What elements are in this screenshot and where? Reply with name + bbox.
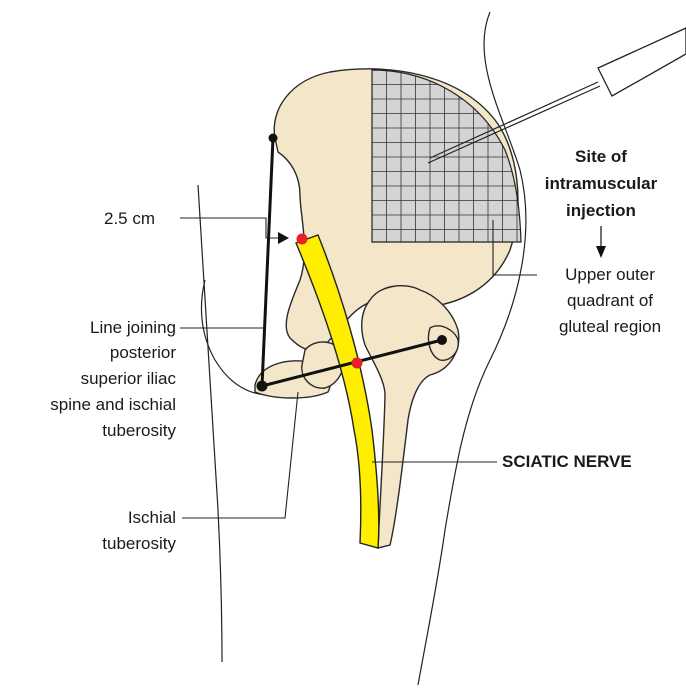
ischial-tuberosity-label: Ischial tuberosity (102, 508, 176, 553)
svg-text:intramuscular: intramuscular (545, 174, 658, 193)
svg-text:tuberosity: tuberosity (102, 421, 176, 440)
site-of-injection-label: Site of intramuscular injection (545, 147, 658, 220)
svg-text:injection: injection (566, 201, 636, 220)
arrow-head-icon (278, 232, 289, 244)
svg-text:Ischial: Ischial (128, 508, 176, 527)
sciatic-nerve-label: SCIATIC NERVE (502, 452, 632, 471)
svg-text:quadrant of: quadrant of (567, 291, 653, 310)
svg-text:Site of: Site of (575, 147, 627, 166)
distance-label: 2.5 cm (104, 209, 155, 228)
upper-outer-quadrant-grid (372, 70, 522, 242)
svg-text:gluteal region: gluteal region (559, 317, 661, 336)
ischial-tuberosity-point (257, 381, 268, 392)
svg-text:Upper outer: Upper outer (565, 265, 655, 284)
greater-trochanter-point (437, 335, 447, 345)
psis-point (269, 134, 278, 143)
svg-text:superior iliac: superior iliac (81, 369, 177, 388)
upper-outer-quadrant-label: Upper outer quadrant of gluteal region (559, 265, 661, 336)
svg-text:Line joining: Line joining (90, 318, 176, 337)
line-joining-label: Line joining posterior superior iliac sp… (50, 318, 176, 440)
mid-marker (352, 358, 363, 369)
svg-text:tuberosity: tuberosity (102, 534, 176, 553)
svg-text:posterior: posterior (110, 343, 176, 362)
down-arrow-icon (596, 246, 606, 258)
svg-text:spine and ischial: spine and ischial (50, 395, 176, 414)
upper-marker (297, 234, 308, 245)
